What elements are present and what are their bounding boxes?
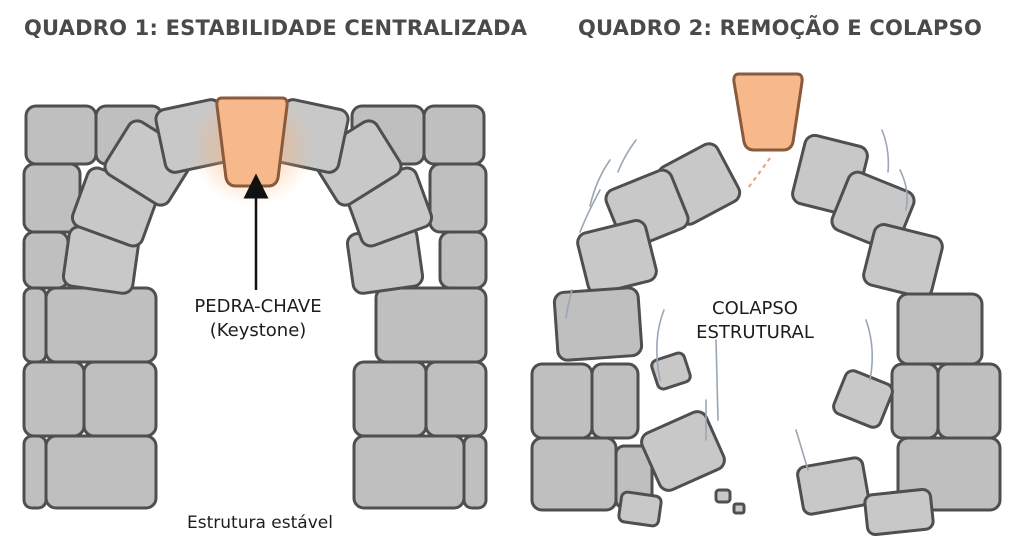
keystone-trajectory: [747, 157, 771, 189]
right-pillar: [350, 104, 488, 510]
collapsing-arch: [530, 72, 1002, 537]
stable-arch: [22, 90, 488, 510]
collapse-label: COLAPSO: [712, 298, 798, 319]
collapse-sublabel: ESTRUTURAL: [696, 322, 814, 343]
motion-lines: [565, 129, 908, 471]
keystone-sublabel: (Keystone): [209, 320, 307, 341]
stable-structure-caption: Estrutura estável: [187, 513, 333, 533]
keystone-label: PEDRA-CHAVE: [194, 296, 322, 317]
keystone-stone: [215, 96, 289, 188]
panel1-title: QUADRO 1: ESTABILIDADE CENTRALIZADA: [24, 16, 528, 40]
removed-keystone: [732, 72, 804, 152]
panel2-title: QUADRO 2: REMOÇÃO E COLAPSO: [578, 16, 983, 40]
